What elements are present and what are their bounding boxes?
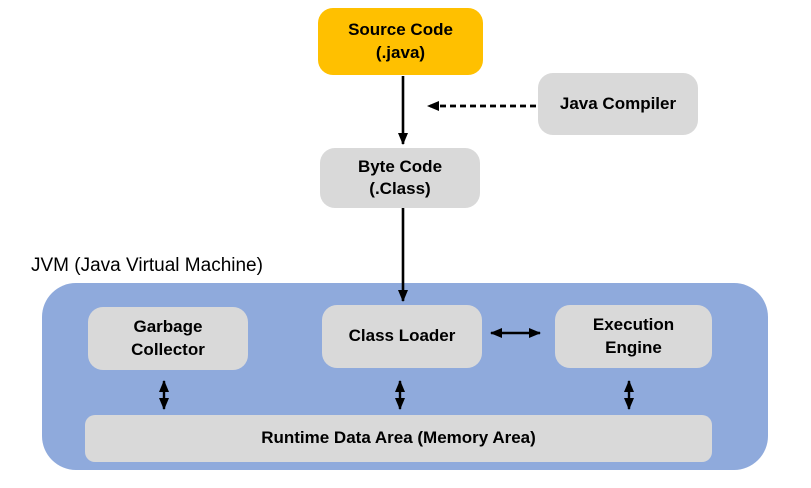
node-source-code-line1: Source Code [348,20,453,40]
node-garbage-collector-line2: Collector [131,339,205,359]
node-runtime-data-area: Runtime Data Area (Memory Area) [85,415,712,462]
node-java-compiler: Java Compiler [538,73,698,135]
node-source-code-line2: (.java) [375,42,426,62]
node-execution-engine-line1: Execution [592,315,675,335]
node-byte-code-line1: Byte Code [357,156,443,176]
node-byte-code-line2: (.Class) [369,179,431,198]
node-runtime-data-area-label: Runtime Data Area (Memory Area) [261,428,536,448]
node-class-loader: Class Loader [322,305,482,368]
node-garbage-collector-line1: Garbage [133,317,203,337]
node-execution-engine-line2: Engine [605,337,662,357]
node-byte-code: Byte Code (.Class) [320,148,480,208]
jvm-container-title: JVM (Java Virtual Machine) [31,255,263,276]
node-java-compiler-label: Java Compiler [559,93,677,113]
node-garbage-collector: Garbage Collector [88,307,248,370]
node-execution-engine: Execution Engine [555,305,712,368]
node-source-code: Source Code (.java) [318,8,483,75]
node-class-loader-label: Class Loader [348,326,456,346]
